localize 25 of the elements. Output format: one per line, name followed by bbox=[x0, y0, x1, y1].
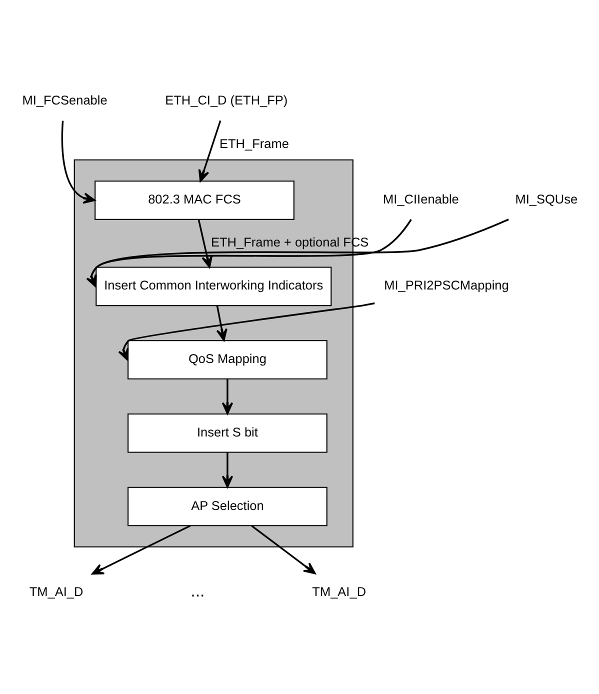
node-text: MI_FCSenable bbox=[22, 92, 108, 108]
arrow bbox=[251, 525, 316, 574]
arrow bbox=[216, 306, 228, 342]
node-text: ETH_CI_D (ETH_FP) bbox=[165, 92, 288, 108]
node-text: MI_PRI2PSCMapping bbox=[384, 278, 509, 293]
node-box: Insert S bit bbox=[128, 413, 328, 453]
node-box: 802.3 MAC FCS bbox=[94, 180, 294, 220]
node-box: Insert Common Interworking Indicators bbox=[96, 266, 332, 306]
node-text: MI_CIIenable bbox=[383, 192, 459, 207]
arrow bbox=[86, 218, 509, 288]
edge-label: ETH_Frame bbox=[219, 136, 289, 151]
arrow bbox=[61, 120, 96, 204]
arrow bbox=[198, 219, 213, 268]
arrow bbox=[86, 219, 412, 288]
node-box: QoS Mapping bbox=[128, 340, 328, 380]
node-box: AP Selection bbox=[128, 486, 328, 526]
node-text: MI_SQUse bbox=[515, 192, 578, 207]
label: ... bbox=[190, 582, 205, 601]
arrow bbox=[222, 379, 234, 414]
arrow bbox=[222, 452, 234, 488]
arrow bbox=[118, 302, 375, 361]
arrow bbox=[92, 525, 191, 575]
node-text: TM_AI_D bbox=[312, 584, 366, 599]
arrow bbox=[198, 120, 222, 182]
node-text: TM_AI_D bbox=[29, 584, 84, 599]
